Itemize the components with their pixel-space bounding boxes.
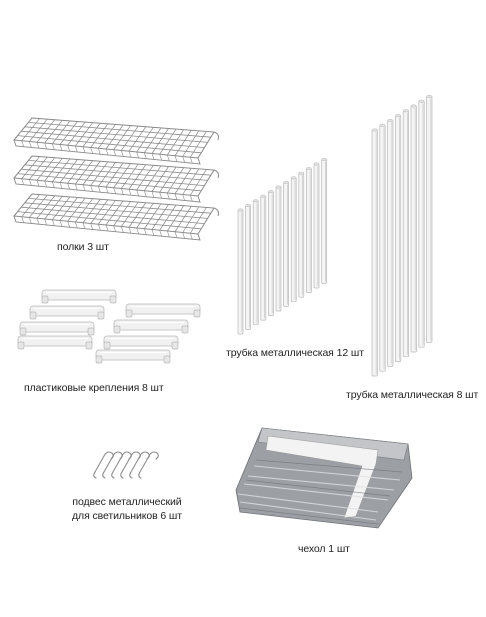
metal-tube	[313, 162, 320, 289]
plastic-clip	[125, 303, 201, 318]
metal-tube	[387, 118, 394, 367]
s-hook	[102, 451, 123, 479]
metal-tube	[395, 114, 402, 362]
metal-tube	[290, 176, 297, 303]
plastic-clip	[19, 321, 95, 336]
metal-tube-icon	[371, 94, 433, 377]
metal-tube-icon	[237, 157, 327, 335]
metal-tube	[268, 190, 274, 316]
metal-tube	[418, 99, 425, 348]
metal-tube	[237, 208, 244, 335]
plastic-clip	[41, 289, 117, 304]
metal-tube	[260, 194, 267, 321]
folded-cover	[235, 427, 413, 529]
label-hooks-line1: подвес металлический	[72, 496, 182, 508]
metal-tube	[426, 94, 433, 343]
metal-tube	[245, 203, 251, 330]
metal-tube	[371, 128, 378, 377]
label-tubes-12: трубка металлическая 12 шт	[226, 347, 364, 359]
wire-shelf	[13, 155, 219, 203]
wire-shelf	[13, 117, 219, 165]
plastic-clip-icon	[17, 289, 201, 364]
plastic-clip	[95, 349, 171, 364]
s-hook	[138, 451, 159, 479]
label-shelves: полки 3 шт	[57, 241, 109, 253]
plastic-clip	[17, 335, 93, 350]
metal-tube	[379, 123, 386, 372]
plastic-clip	[113, 319, 189, 334]
metal-tube	[306, 167, 312, 293]
metal-tube	[283, 180, 289, 307]
metal-tube	[275, 185, 282, 312]
s-hook	[120, 451, 141, 479]
s-hook	[111, 451, 132, 479]
label-cover: чехол 1 шт	[298, 543, 350, 555]
label-tubes-8: трубка металлическая 8 шт	[346, 389, 479, 401]
s-hook-icon	[93, 451, 159, 479]
metal-tube	[321, 157, 327, 284]
plastic-clip	[103, 335, 179, 350]
metal-tube	[410, 104, 417, 353]
metal-tube	[402, 109, 409, 358]
label-hooks-line2: для светильников 6 шт	[72, 510, 182, 522]
folded-cover-icon	[235, 427, 413, 529]
wire-shelf-icon	[13, 117, 219, 241]
label-plastic-clips: пластиковые крепления 8 шт	[24, 382, 164, 394]
wire-shelf	[13, 193, 219, 241]
metal-tube	[298, 171, 305, 298]
plastic-clip	[29, 305, 105, 320]
s-hook	[93, 451, 114, 479]
metal-tube	[252, 199, 259, 326]
s-hook	[129, 451, 150, 479]
